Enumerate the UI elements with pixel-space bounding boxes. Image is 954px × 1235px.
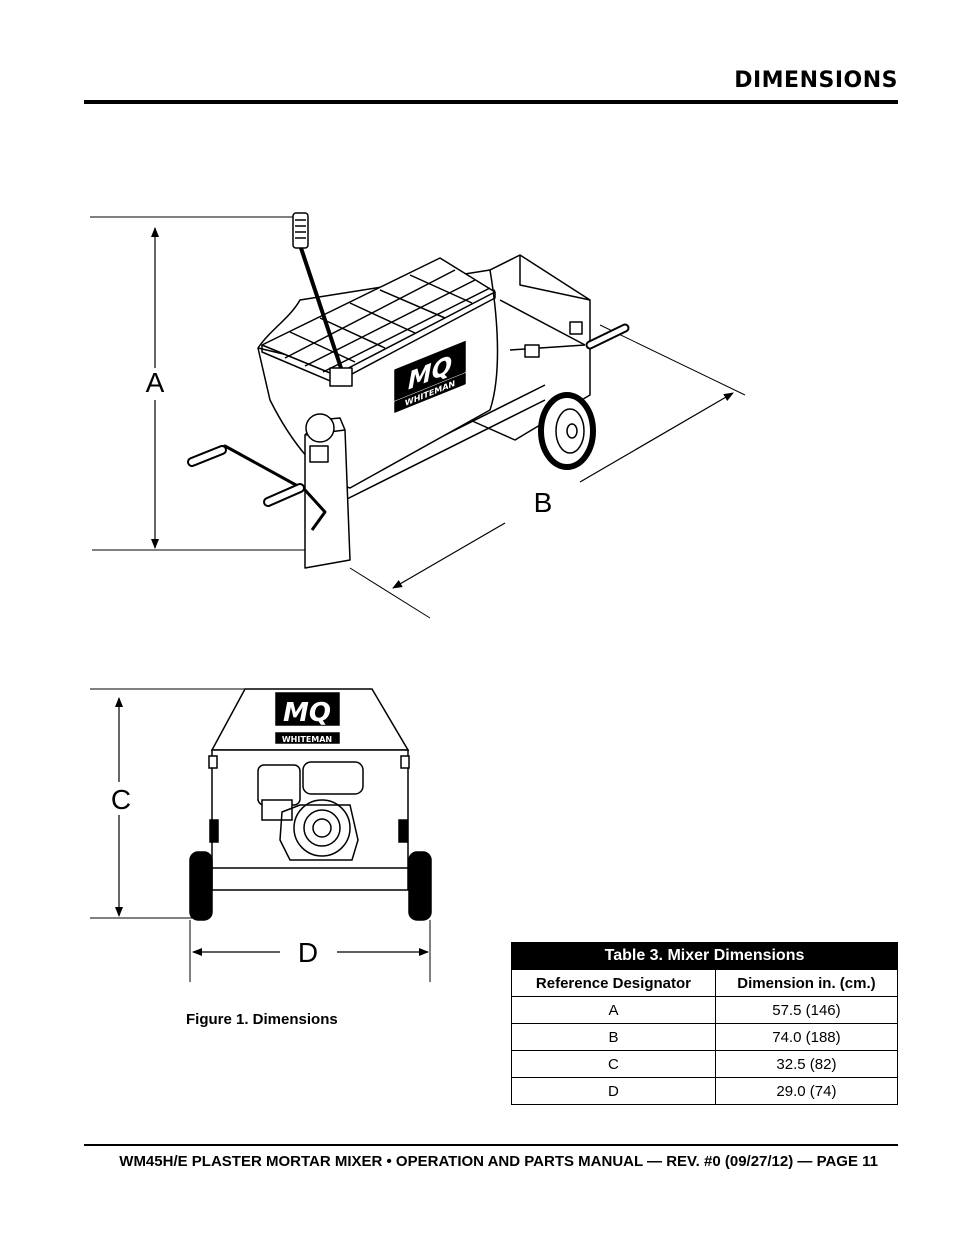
dimension-cell: 57.5 (146) [714, 996, 899, 1024]
header-rule [84, 100, 898, 104]
figure-caption: Figure 1. Dimensions [186, 1011, 338, 1028]
table-row: D 29.0 (74) [511, 1077, 899, 1105]
designator-cell: B [511, 1023, 716, 1051]
table-header-row: Reference Designator Dimension in. (cm.) [511, 969, 899, 997]
designator-cell: D [511, 1077, 716, 1105]
designator-cell: A [511, 996, 716, 1024]
dimension-cell: 74.0 (188) [714, 1023, 899, 1051]
label-b: B [534, 487, 553, 518]
designator-cell: C [511, 1050, 716, 1078]
table-row: A 57.5 (146) [511, 996, 899, 1024]
front-logo-mq: MQ [283, 698, 331, 728]
front-logo-brand: WHITEMAN [282, 735, 332, 744]
column-header: Reference Designator [511, 969, 716, 997]
table-row: C 32.5 (82) [511, 1050, 899, 1078]
footer-rule [84, 1144, 898, 1146]
dimension-cell: 29.0 (74) [714, 1077, 899, 1105]
dimension-cell: 32.5 (82) [714, 1050, 899, 1078]
mixer-side-view [90, 212, 746, 619]
page-footer: WM45H/E PLASTER MORTAR MIXER • OPERATION… [119, 1153, 878, 1170]
column-header: Dimension in. (cm.) [714, 969, 899, 997]
label-c: C [111, 784, 131, 815]
page-title: DIMENSIONS [734, 68, 898, 93]
label-a: A [146, 367, 165, 398]
dimensions-table: Table 3. Mixer Dimensions Reference Desi… [511, 942, 899, 1105]
page-header: DIMENSIONS [84, 66, 898, 106]
table-row: B 74.0 (188) [511, 1023, 899, 1051]
label-d: D [298, 937, 318, 968]
mixer-front-view [90, 688, 432, 982]
table-title: Table 3. Mixer Dimensions [511, 942, 898, 969]
